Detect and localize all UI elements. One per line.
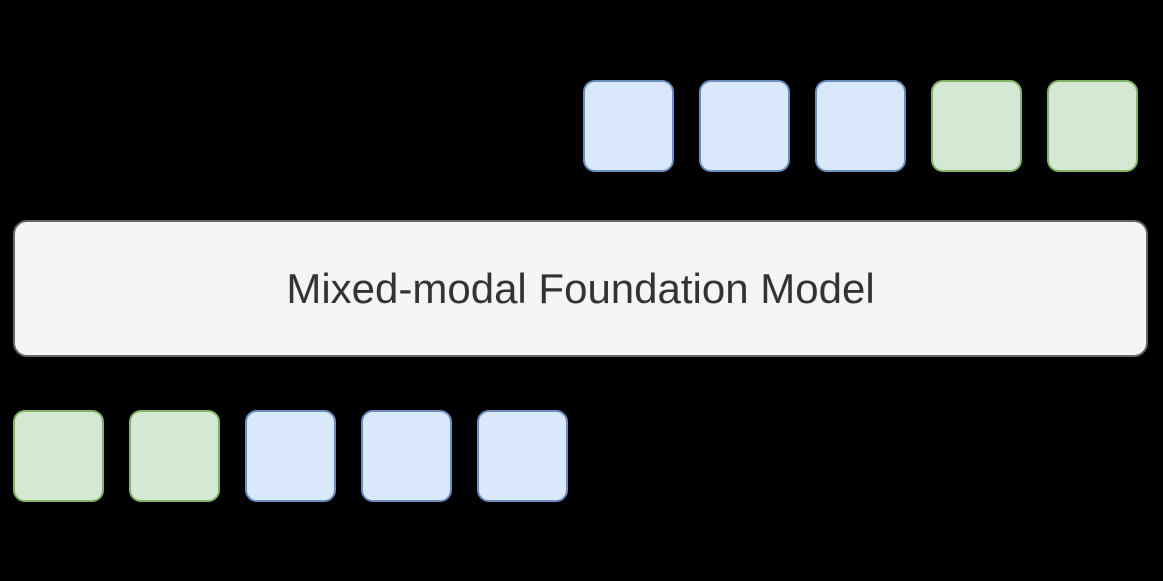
input-text-token-3[interactable] [245, 410, 336, 502]
output-image-token-5[interactable] [1047, 80, 1138, 172]
output-text-token-3[interactable] [815, 80, 906, 172]
output-text-token-1[interactable] [583, 80, 674, 172]
output-image-token-4[interactable] [931, 80, 1022, 172]
input-text-token-5[interactable] [477, 410, 568, 502]
input-text-token-4[interactable] [361, 410, 452, 502]
output-token-row [583, 80, 1138, 172]
input-image-token-1[interactable] [13, 410, 104, 502]
mixed-modal-foundation-model-box[interactable]: Mixed-modal Foundation Model [13, 220, 1148, 357]
model-label: Mixed-modal Foundation Model [286, 264, 875, 312]
output-text-token-2[interactable] [699, 80, 790, 172]
input-image-token-2[interactable] [129, 410, 220, 502]
input-token-row [13, 410, 568, 502]
